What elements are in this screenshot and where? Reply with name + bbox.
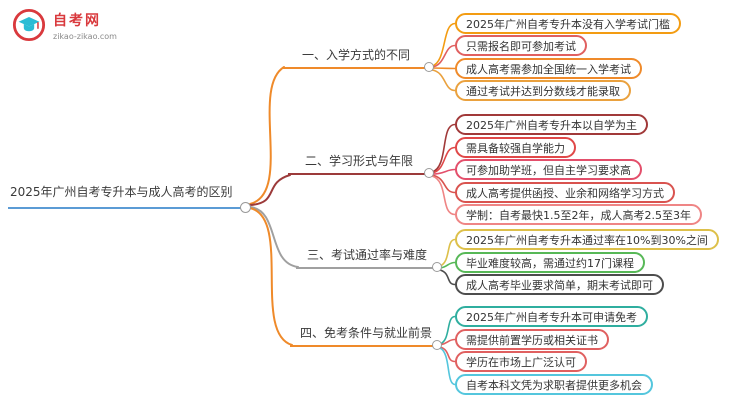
leaf-node: 成人高考需参加全国统一入学考试: [455, 58, 642, 79]
connector-b2-leaf-2: [431, 146, 456, 174]
branch-node-circle: [432, 262, 442, 272]
branch-label: 四、免考条件与就业前景: [300, 326, 433, 340]
branch-node-circle: [432, 340, 442, 350]
branch-node-2: 二、学习形式与年限: [288, 151, 434, 178]
leaf-node: 毕业难度较高，需通过约17门课程: [455, 252, 645, 273]
connector-b2-leaf-5: [431, 175, 456, 216]
connector-b1-leaf-3: [431, 67, 456, 70]
branch-node-4: 四、免考条件与就业前景: [290, 323, 442, 350]
branch-label: 二、学习形式与年限: [304, 154, 413, 168]
connector-b3-leaf-1: [439, 238, 456, 267]
branch-node-circle: [424, 62, 434, 72]
leaf-node: 学历在市场上广泛认可: [455, 351, 587, 372]
connector-b2-leaf-3: [431, 168, 456, 175]
leaf-node: 需具备较强自学能力: [455, 137, 576, 158]
root-node-circle: [239, 202, 251, 213]
logo-text: 自考网 zikao-zikao.com: [53, 10, 117, 41]
leaf-node: 2025年广州自考专升本可申请免考: [455, 306, 648, 327]
leaf-node: 2025年广州自考专升本通过率在10%到30%之间: [455, 229, 719, 250]
branch-label: 一、入学方式的不同: [301, 48, 410, 62]
branch-node-circle: [424, 168, 434, 178]
connector-b4-leaf-1: [439, 315, 456, 345]
graduation-cap-logo-icon: [12, 8, 46, 42]
leaf-node: 2025年广州自考专升本以自学为主: [455, 114, 648, 135]
connector-root-branch-2: [249, 174, 291, 206]
branch-label: 三、考试通过率与难度: [306, 248, 427, 262]
connector-b1-leaf-1: [431, 22, 456, 67]
site-name: 自考网: [53, 12, 101, 29]
leaf-node: 成人高考提供函授、业余和网络学习方式: [455, 182, 675, 203]
leaf-node: 学制：自考最快1.5至2年，成人高考2.5至3年: [455, 204, 702, 225]
site-domain: zikao-zikao.com: [53, 31, 117, 41]
leaf-node: 成人高考毕业要求简单，期末考试即可: [455, 274, 664, 295]
leaf-node: 可参加助学班，但自主学习要求高: [455, 159, 642, 180]
leaf-node: 需提供前置学历或相关证书: [455, 329, 609, 350]
leaf-node: 通过考试并达到分数线才能录取: [455, 80, 631, 101]
connector-b2-leaf-1: [431, 123, 456, 173]
root-title: 2025年广州自考专升本与成人高考的区别: [10, 185, 233, 199]
connector-b4-leaf-2: [439, 338, 456, 346]
connector-root-branch-3: [249, 206, 299, 268]
connector-b1-leaf-2: [431, 44, 456, 68]
leaf-node: 2025年广州自考专升本没有入学考试门槛: [455, 13, 681, 34]
connector-b1-leaf-4: [431, 69, 456, 92]
leaf-node: 只需报名即可参加考试: [455, 35, 587, 56]
logo: 自考网 zikao-zikao.com: [12, 8, 117, 42]
branch-node-3: 三、考试通过率与难度: [296, 245, 442, 272]
root-node: 2025年广州自考专升本与成人高考的区别: [8, 182, 251, 213]
connector-b2-leaf-4: [431, 174, 456, 194]
connector-b3-leaf-3: [439, 269, 456, 286]
connector-root-branch-1: [249, 66, 285, 205]
branch-node-1: 一、入学方式的不同: [282, 45, 434, 72]
connector-root-branch-4: [249, 207, 293, 346]
connector-b4-leaf-4: [439, 347, 456, 386]
connector-b3-leaf-2: [439, 261, 456, 269]
connector-b4-leaf-3: [439, 346, 456, 363]
leaf-node: 自考本科文凭为求职者提供更多机会: [455, 374, 653, 395]
